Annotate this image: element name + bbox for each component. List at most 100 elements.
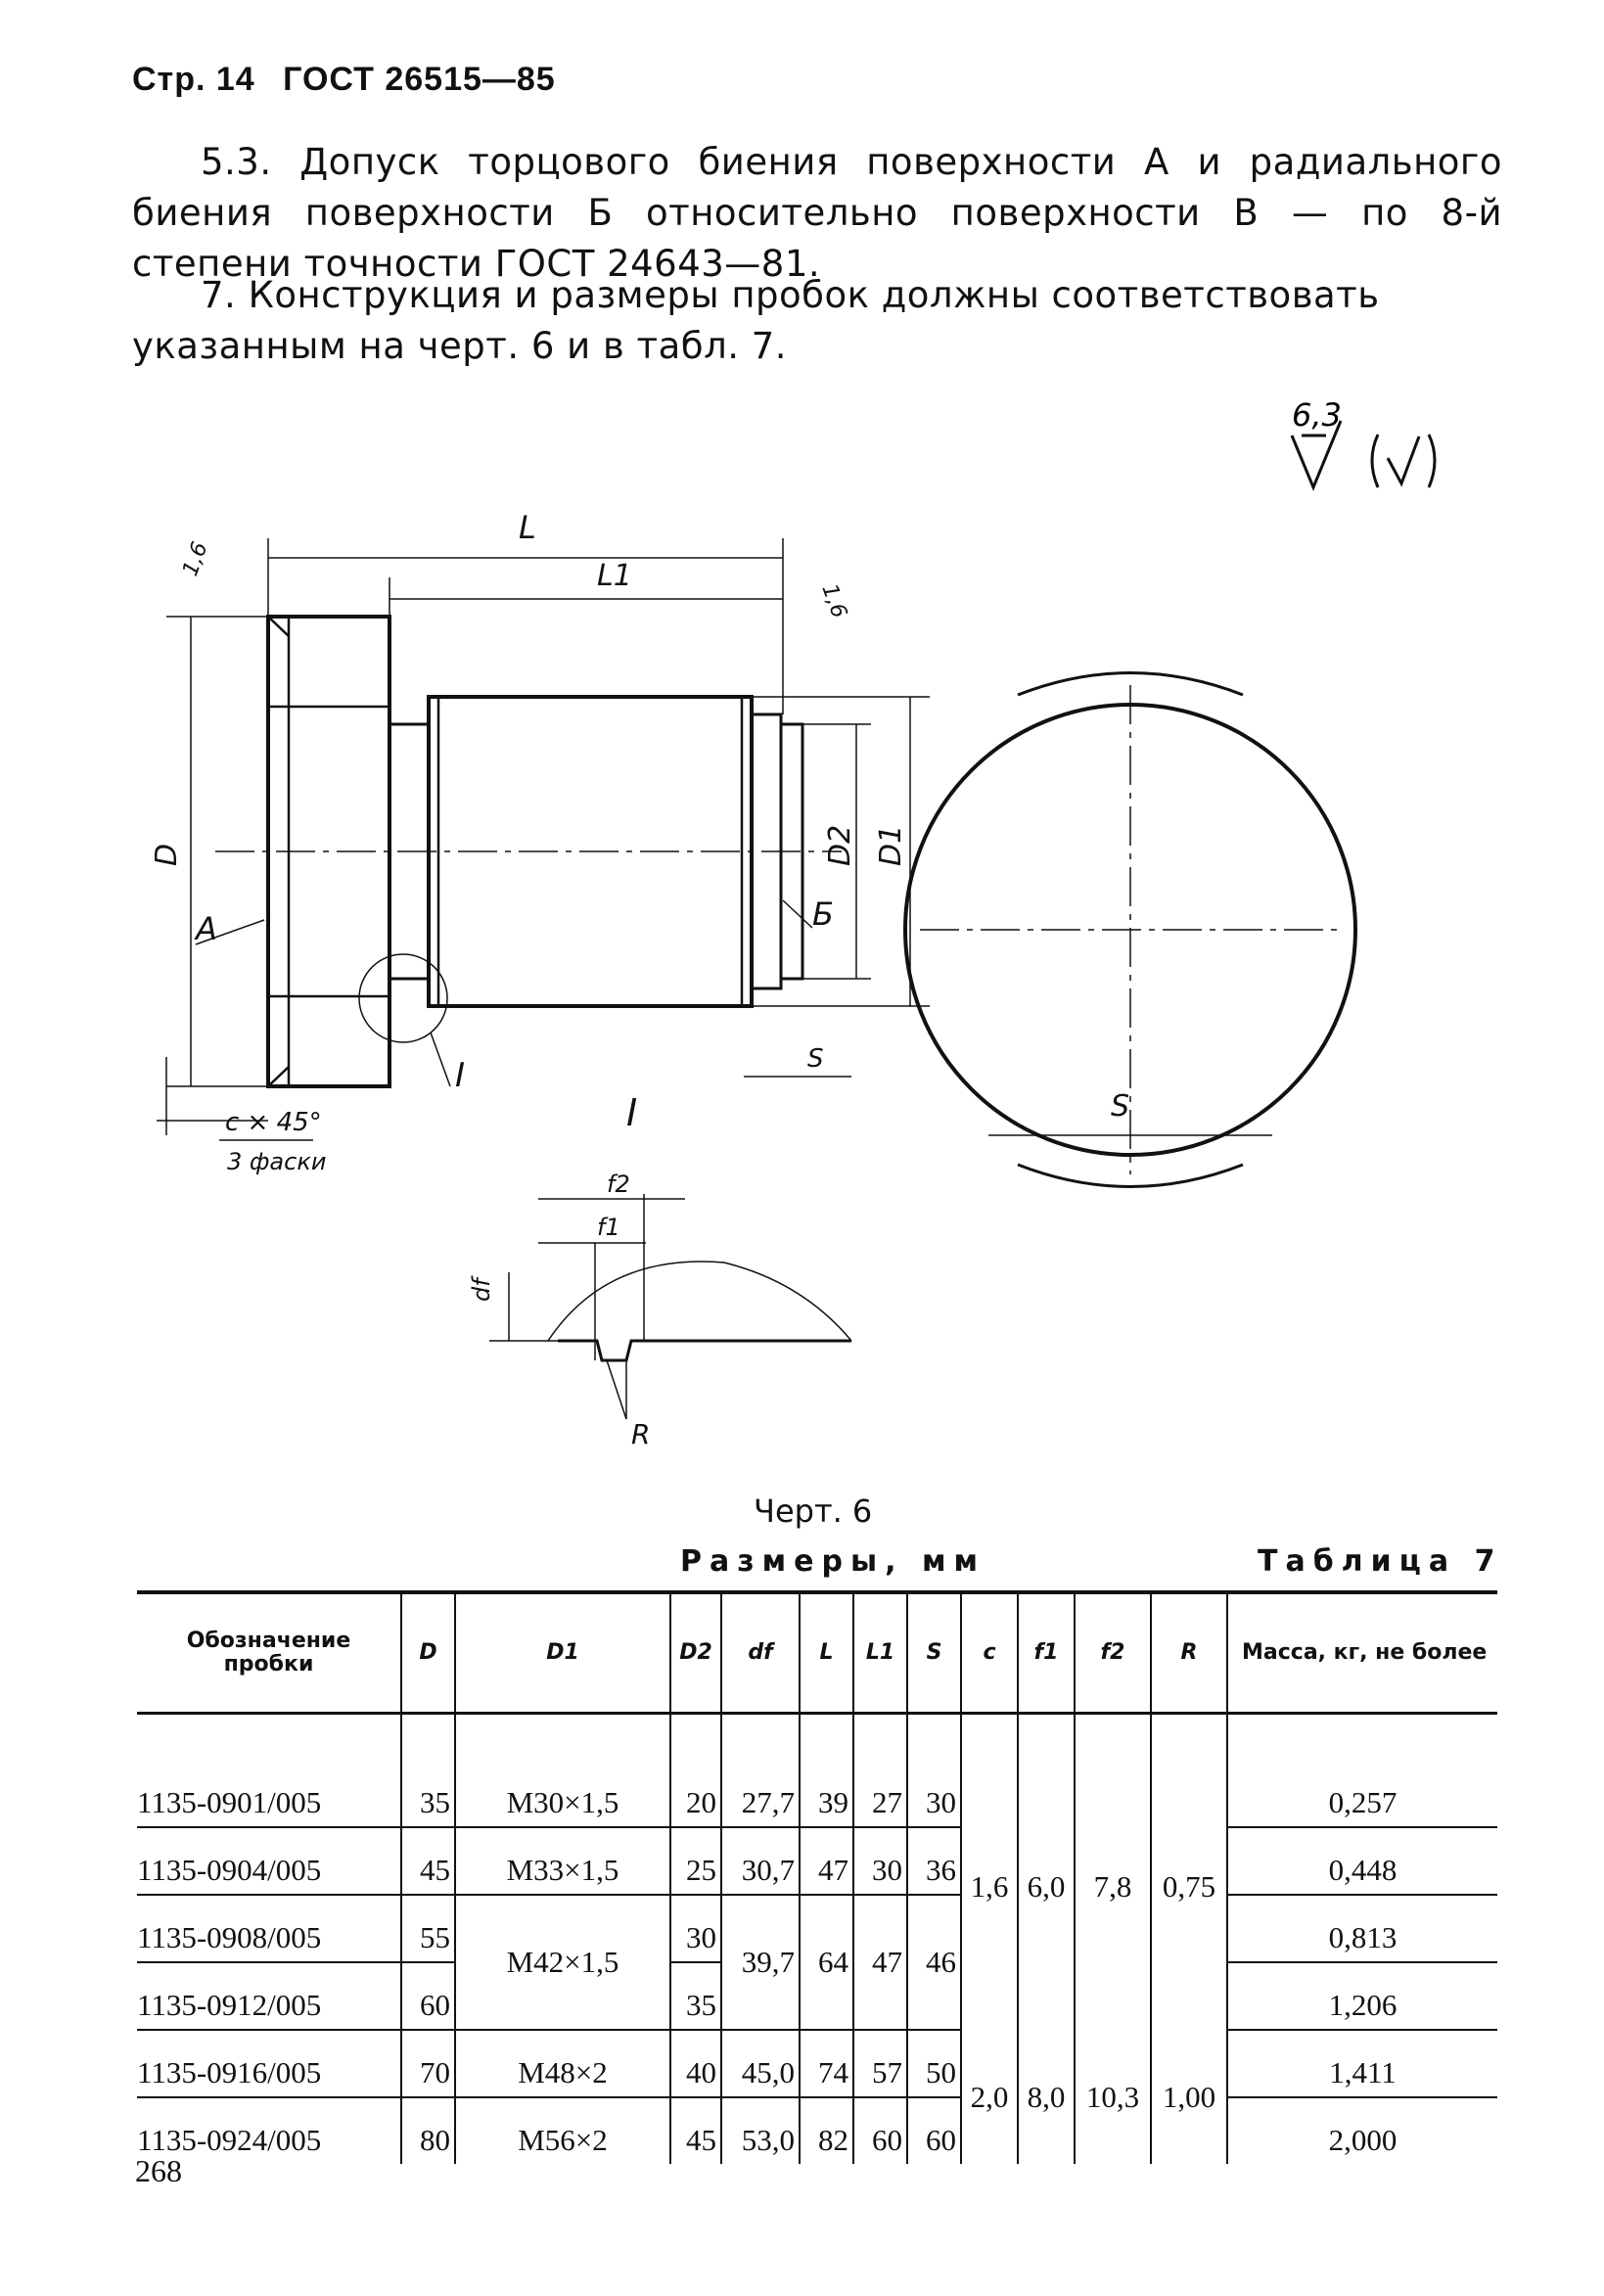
technical-drawing: L L1 D D1 D2 А Б 1,6 1,6 I S с × 45° 3 ф…: [150, 509, 1357, 1450]
chamfer-label: с × 45°: [225, 1108, 322, 1137]
cell-D1: M48×2: [454, 2030, 670, 2098]
col-designation: Обозначение пробки: [137, 1590, 401, 1715]
cell-df: 30,7: [720, 1827, 800, 1896]
cell-mass: 1,411: [1226, 2030, 1497, 2098]
dim-S-label: S: [1111, 1089, 1129, 1124]
cell-D2: 30: [669, 1895, 721, 1963]
dim-s-small: S: [807, 1044, 824, 1074]
roughness-left: 1,6: [178, 539, 212, 579]
roughness-symbol: 6,3: [1290, 396, 1437, 491]
cell-D2: 45: [669, 2097, 721, 2164]
chamfer-note: 3 фаски: [227, 1148, 326, 1175]
cell-D1: M42×1,5: [454, 1895, 670, 2031]
cell-D2: 20: [669, 1713, 721, 1828]
cell-L1: 47: [852, 1895, 907, 2031]
cell-designation: 1135-0901/005: [137, 1713, 401, 1828]
cell-designation: 1135-0904/005: [137, 1827, 401, 1896]
cell-D: 70: [400, 2030, 455, 2098]
table-row: 1135-0912/005 60 35 1,206: [137, 1962, 1497, 2031]
detail-ref: I: [455, 1056, 465, 1095]
cell-L: 64: [799, 1895, 853, 2031]
cell-df: 27,7: [720, 1713, 800, 1828]
cell-df: 45,0: [720, 2030, 800, 2098]
figure-caption: Черт. 6: [754, 1492, 873, 1530]
cell-S: 50: [906, 2030, 961, 2098]
table-row: 1135-0904/005 45 M33×1,5 25 30,7 47 30 3…: [137, 1827, 1497, 1896]
cell-L1: 57: [852, 2030, 907, 2098]
cell-c: 1,6: [960, 1713, 1018, 2030]
cell-designation: 1135-0916/005: [137, 2030, 401, 2098]
roughness-right: 1,6: [816, 581, 850, 621]
cell-R: 1,00: [1150, 2030, 1227, 2164]
cell-D2: 40: [669, 2030, 721, 2098]
cell-R: 0,75: [1150, 1713, 1227, 2030]
cell-D: 80: [400, 2097, 455, 2164]
table-header-row: Обозначение пробки D D1 D2 df L L1 S c f…: [137, 1590, 1497, 1715]
col-f2: f2: [1074, 1590, 1151, 1715]
cell-S: 36: [906, 1827, 961, 1896]
cell-L: 82: [799, 2097, 853, 2164]
paragraph-5-3: 5.3. Допуск торцового биения поверхности…: [132, 141, 1502, 285]
col-S: S: [906, 1590, 961, 1715]
cell-S: 46: [906, 1895, 961, 2031]
dim-D1-label: D1: [874, 825, 908, 866]
dim-f2-label: f2: [607, 1171, 630, 1198]
cell-D: 55: [400, 1895, 455, 1963]
cell-D2: 25: [669, 1827, 721, 1896]
col-c: c: [960, 1590, 1018, 1715]
cell-D: 60: [400, 1962, 455, 2031]
cell-D: 35: [400, 1713, 455, 1828]
table-row: 1135-0908/005 55 M42×1,5 30 39,7 64 47 4…: [137, 1895, 1497, 2031]
cell-df: 53,0: [720, 2097, 800, 2164]
cell-L: 74: [799, 2030, 853, 2098]
cell-c: 2,0: [960, 2030, 1018, 2164]
col-D1: D1: [454, 1590, 670, 1715]
cell-D1: M56×2: [454, 2097, 670, 2164]
table-row: 1135-0901/005 35 M30×1,5 20 27,7 39 27 3…: [137, 1713, 1497, 2030]
dimensions-table: Обозначение пробки D D1 D2 df L L1 S c f…: [137, 1590, 1497, 2164]
page-label: Стр. 14: [132, 61, 255, 98]
cell-S: 60: [906, 2097, 961, 2164]
cell-f1: 8,0: [1017, 2030, 1075, 2164]
radius-R-label: R: [631, 1418, 650, 1450]
col-L: L: [799, 1590, 853, 1715]
cell-mass: 0,257: [1226, 1713, 1497, 1828]
paragraph-7: 7. Конструкция и размеры пробок должны с…: [132, 274, 1380, 367]
cell-mass: 0,448: [1226, 1827, 1497, 1896]
col-D2: D2: [669, 1590, 721, 1715]
col-D: D: [400, 1590, 455, 1715]
roughness-value: 6,3: [1292, 396, 1342, 434]
dim-f1-label: f1: [597, 1214, 620, 1241]
cell-D: 45: [400, 1827, 455, 1896]
standard-label: ГОСТ 26515—85: [283, 61, 556, 98]
cell-designation: 1135-0908/005: [137, 1895, 401, 1963]
cell-f1: 6,0: [1017, 1713, 1075, 2030]
table-row: 1135-0924/005 80 M56×2 45 53,0 82 60 60 …: [137, 2097, 1497, 2164]
table-title: Таблица 7: [1258, 1544, 1503, 1579]
col-L1: L1: [852, 1590, 907, 1715]
col-R: R: [1150, 1590, 1227, 1715]
cell-designation: 1135-0912/005: [137, 1962, 401, 2031]
cell-D1: M30×1,5: [454, 1713, 670, 1828]
cell-f2: 10,3: [1074, 2030, 1151, 2164]
dim-L1-label: L1: [597, 559, 632, 593]
cell-L1: 27: [852, 1713, 907, 1828]
cell-L1: 30: [852, 1827, 907, 1896]
detail-label: I: [626, 1091, 637, 1134]
cell-L1: 60: [852, 2097, 907, 2164]
table-row: 1135-0916/005 70 M48×2 40 45,0 74 57 50 …: [137, 2030, 1497, 2164]
cell-S: 30: [906, 1713, 961, 1828]
surface-A-label: А: [194, 910, 217, 947]
dim-L-label: L: [519, 509, 536, 546]
cell-designation: 1135-0924/005: [137, 2123, 322, 2157]
cell-df: 39,7: [720, 1895, 800, 2031]
cell-mass: 2,000: [1226, 2097, 1497, 2164]
surface-B-label: Б: [812, 895, 834, 933]
cell-mass: 1,206: [1226, 1962, 1497, 2031]
cell-mass: 0,813: [1226, 1895, 1497, 1963]
cell-L: 39: [799, 1713, 853, 1828]
dim-df-label: df: [468, 1275, 495, 1302]
page-header: Стр. 14 ГОСТ 26515—85: [132, 61, 573, 99]
col-f1: f1: [1017, 1590, 1075, 1715]
dim-D-label: D: [150, 844, 184, 866]
